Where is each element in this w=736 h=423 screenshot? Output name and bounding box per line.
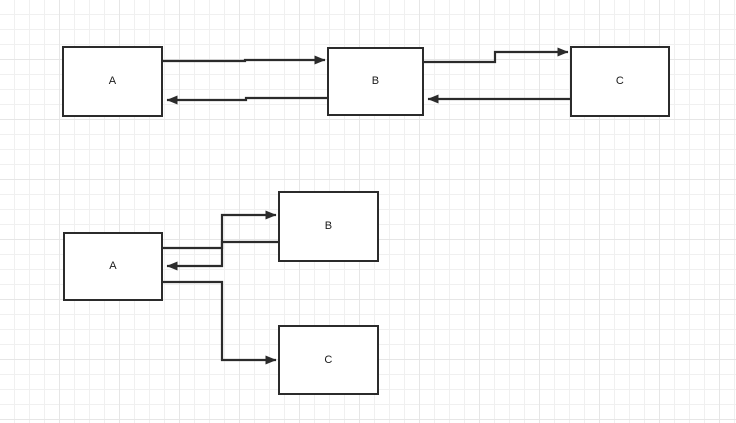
node-top-b[interactable]: B bbox=[327, 47, 424, 116]
edge-bot-a-to-c[interactable] bbox=[163, 280, 277, 365]
node-label: C bbox=[324, 353, 333, 366]
node-bottom-c[interactable]: C bbox=[278, 325, 379, 395]
node-label: B bbox=[371, 75, 380, 87]
node-top-c[interactable]: C bbox=[570, 46, 670, 117]
node-bottom-a[interactable]: A bbox=[63, 232, 163, 301]
edge-top-a-to-b[interactable] bbox=[163, 55, 326, 65]
edge-bot-a-to-b[interactable] bbox=[163, 210, 277, 250]
node-top-a[interactable]: A bbox=[62, 46, 163, 117]
node-label: A bbox=[108, 75, 117, 87]
edge-top-b-to-a[interactable] bbox=[166, 95, 327, 105]
edge-top-b-to-c[interactable] bbox=[424, 47, 569, 64]
node-label: B bbox=[324, 220, 333, 232]
node-label: C bbox=[615, 75, 625, 87]
node-label: A bbox=[109, 260, 117, 272]
edge-bot-b-to-a[interactable] bbox=[166, 240, 278, 271]
node-bottom-b[interactable]: B bbox=[278, 191, 379, 262]
